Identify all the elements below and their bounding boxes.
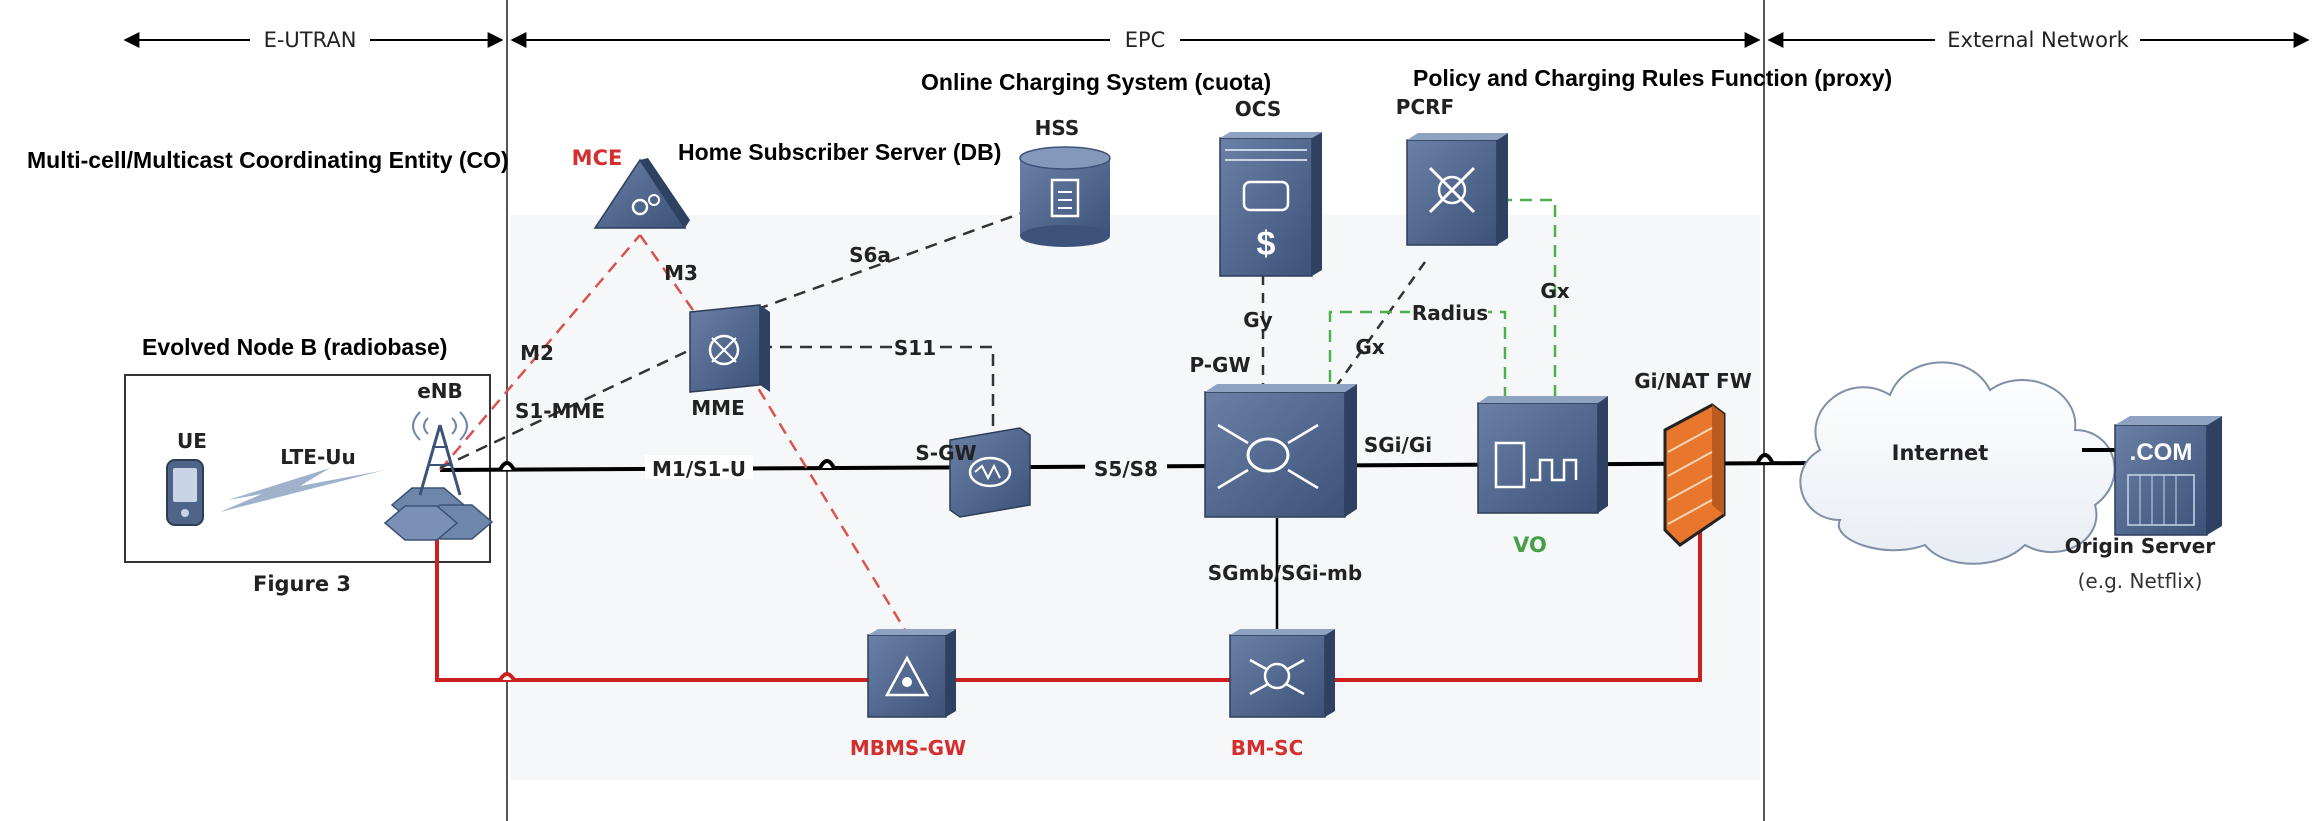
gx-label-black: Gx [1355,335,1384,359]
ue-phone-icon [166,459,204,526]
m3-link [638,234,702,321]
origin-server-label: Origin Server [2065,534,2216,558]
sgw-icon [949,427,1031,518]
s11-link [760,345,995,430]
external-network-label: External Network [1947,28,2129,52]
firewall-icon [1663,403,1726,547]
hss-description: Home Subscriber Server (DB) [678,139,1001,165]
ocs-server-icon: $ [1219,132,1322,277]
mce-label: MCE [572,146,623,170]
gx-link-black [1328,261,1427,396]
bm-sc-icon [1229,629,1335,718]
mbms-gw-icon [867,629,956,718]
origin-server-icon: .COM [2114,416,2222,536]
pcrf-icon [1406,133,1508,246]
lte-uu-label: LTE-Uu [280,445,356,469]
hss-label: HSS [1035,116,1080,140]
m1-s1-u-label: M1/S1-U [652,457,746,481]
sgmb-label: SGmb/SGi-mb [1208,561,1362,585]
mce-icon [593,158,690,229]
enb-description: Evolved Node B (radiobase) [142,334,447,360]
pcrf-description: Policy and Charging Rules Function (prox… [1413,65,1892,91]
hss-database-icon [1019,146,1111,247]
eutran-label: E-UTRAN [264,28,357,52]
pcrf-label: PCRF [1396,95,1454,119]
enb-label: eNB [417,379,463,403]
figure-caption: Figure 3 [253,572,351,596]
s6a-label: S6a [849,243,891,267]
pgw-label: P-GW [1189,353,1250,377]
origin-server-sublabel: (e.g. Netflix) [2078,569,2203,593]
vo-label: VO [1513,533,1547,557]
mme-icon [689,304,770,393]
radius-label: Radius [1412,301,1488,325]
s1-mme-link [439,348,691,470]
s11-label: S11 [894,336,936,360]
vo-icon [1477,396,1608,514]
ue-label: UE [177,429,207,453]
radius-link [1328,310,1507,402]
m2-link [439,234,641,471]
ocs-label: OCS [1235,97,1281,121]
mme-label: MME [691,396,744,420]
gx-label-green: Gx [1540,279,1569,303]
mbms-m3-link [736,354,910,636]
epc-label: EPC [1125,28,1166,52]
svg-text:$: $ [1257,225,1276,263]
firewall-label: Gi/NAT FW [1634,369,1752,393]
internet-label: Internet [1892,441,1989,465]
internet-cloud-icon [1799,361,2116,565]
pgw-icon [1204,384,1357,518]
sgi-gi-label: SGi/Gi [1364,433,1432,457]
lte-uu-lightning [220,468,385,512]
s5-s8-label: S5/S8 [1094,457,1158,481]
sgw-label: S-GW [915,441,976,465]
s1-mme-label: S1-MME [515,399,605,423]
mce-description: Multi-cell/Multicast Coordinating Entity… [27,147,509,173]
enb-tower-icon [383,411,494,541]
m3-label: M3 [664,261,698,285]
ocs-description: Online Charging System (cuota) [921,69,1271,95]
bm-sc-label: BM-SC [1231,736,1304,760]
m2-label: M2 [520,341,554,365]
gy-label: Gy [1243,308,1272,332]
mbms-gw-label: MBMS-GW [850,736,966,760]
com-label: .COM [2130,439,2193,466]
mbms-data-path [435,500,1702,682]
